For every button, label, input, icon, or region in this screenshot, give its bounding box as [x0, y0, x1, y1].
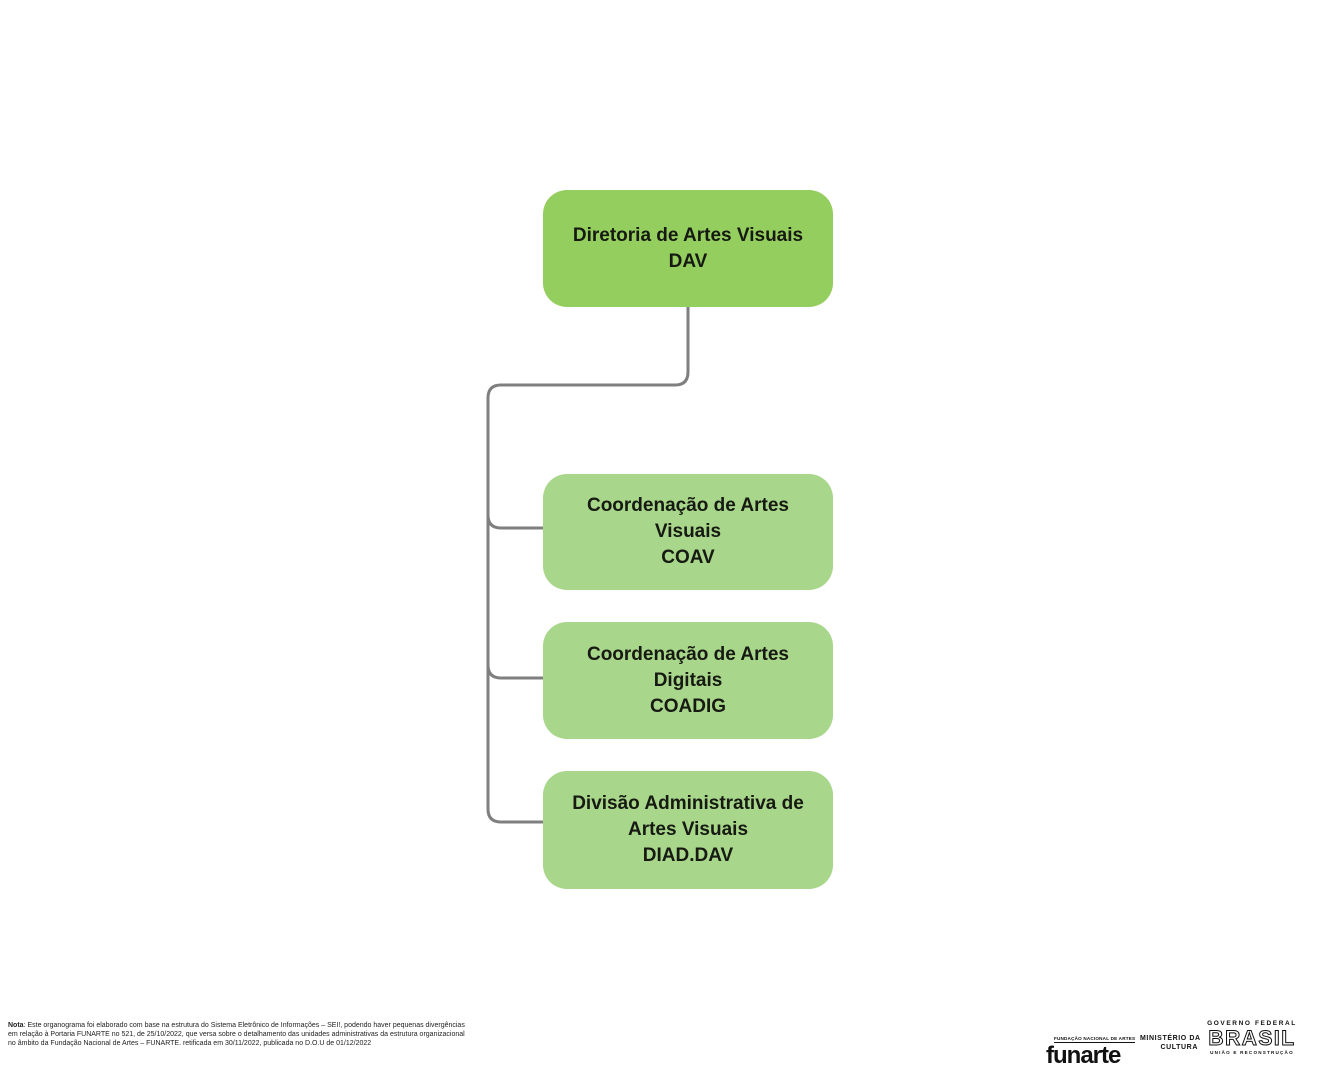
org-node-acronym: COAV	[661, 547, 715, 568]
footer-note-label: Nota	[8, 1022, 24, 1029]
governo-federal-brasil-logo: GOVERNO FEDERAL BRASIL UNIÃO E RECONSTRU…	[1207, 1020, 1297, 1055]
footer-note-text: : Este organograma foi elaborado com bas…	[8, 1022, 465, 1047]
org-node-title: Coordenação de Artes Digitais	[586, 643, 789, 691]
connector-branch-coadig	[486, 664, 543, 680]
org-node-acronym: DIAD.DAV	[642, 845, 734, 866]
governo-logo-top: GOVERNO FEDERAL	[1207, 1020, 1297, 1027]
org-node-acronym: DAV	[668, 250, 708, 272]
funarte-logo: FUNDAÇÃO NACIONAL DE ARTES funarte	[1046, 1027, 1136, 1069]
footer-logos: FUNDAÇÃO NACIONAL DE ARTES funarte MINIS…	[1040, 1014, 1302, 1070]
ministerio-logo-line2: CULTURA	[1160, 1044, 1198, 1051]
org-node-title: Coordenação de Artes Visuais	[586, 495, 789, 542]
funarte-logo-wordmark: funarte	[1046, 1042, 1121, 1069]
org-node-diad-dav: Divisão Administrativa de Artes Visuais …	[543, 771, 833, 889]
org-node-coadig: Coordenação de Artes Digitais COADIG	[543, 622, 833, 739]
ministerio-cultura-logo: MINISTÉRIO DA CULTURA	[1140, 1034, 1201, 1052]
org-node-title: Divisão Administrativa de Artes Visuais	[572, 793, 804, 840]
org-node-coav: Coordenação de Artes Visuais COAV	[543, 474, 833, 590]
org-node-title: Diretoria de Artes Visuais	[572, 224, 804, 246]
connector-branch-coav	[486, 514, 543, 530]
funarte-logo-subtitle: FUNDAÇÃO NACIONAL DE ARTES	[1054, 1036, 1136, 1043]
org-node-dav: Diretoria de Artes Visuais DAV	[543, 190, 833, 307]
brasil-logo-wordmark: BRASIL	[1208, 1027, 1296, 1051]
footer-note: Nota: Este organograma foi elaborado com…	[8, 1021, 470, 1048]
governo-logo-bottom: UNIÃO E RECONSTRUÇÃO	[1210, 1050, 1294, 1055]
ministerio-logo-line1: MINISTÉRIO DA	[1140, 1035, 1201, 1042]
org-node-acronym: COADIG	[650, 695, 726, 717]
